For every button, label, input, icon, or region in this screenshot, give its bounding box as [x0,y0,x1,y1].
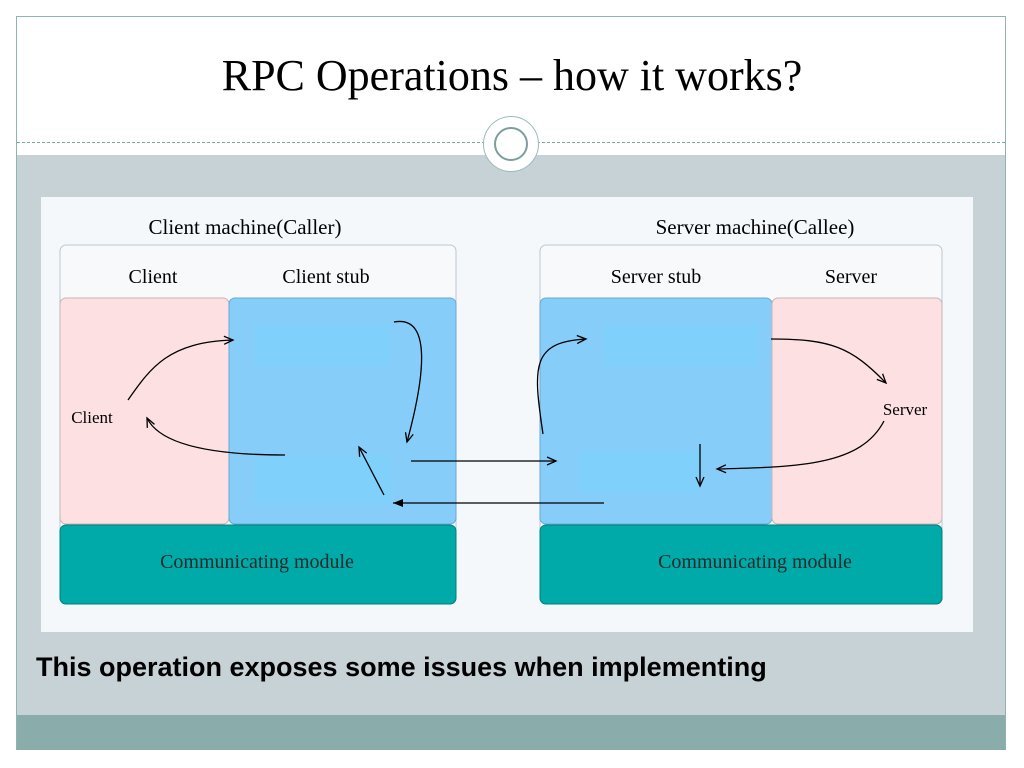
slide-caption: This operation exposes some issues when … [36,652,767,682]
server-stub-pack-slot [579,451,699,493]
stub-to-client-arrow [146,416,286,456]
slide-title: RPC Operations – how it works? [221,51,803,100]
client-stub-column-header: Client stub [282,266,369,288]
footer-band [17,715,1005,750]
server-machine-heading: Server machine(Callee) [656,215,855,239]
client-column-header: Client [129,266,178,288]
stub-unpack-up-arrow [358,445,385,496]
client-to-stub-arrow [127,335,235,401]
server-column-header: Server [825,266,878,288]
server-comm-module [539,524,943,605]
server-comm-module-label: Communicating module [658,551,852,573]
client-stub-unpack-slot [254,455,391,503]
client-machine-heading: Client machine(Caller) [148,215,341,239]
client-label: Client [71,408,113,427]
rpc-diagram-svg: Client machine(Caller) Client Client stu… [59,215,943,605]
client-stub-pack-slot [254,324,391,366]
client-comm-module [59,524,457,605]
server-return-arrow [715,420,885,474]
stub-to-server-arrow [770,338,888,385]
server-panel [771,297,943,525]
server-stub-unpack-slot [604,324,758,366]
server-stub-column-header: Server stub [611,266,702,288]
rpc-diagram: Client machine(Caller) Client Client stu… [41,197,973,632]
stub-pack-down-arrow [393,320,423,444]
client-comm-module-label: Communicating module [160,551,354,573]
server-label: Server [883,400,928,419]
circle-ornament-icon [483,116,539,172]
server-stub-up-arrow [536,334,588,435]
